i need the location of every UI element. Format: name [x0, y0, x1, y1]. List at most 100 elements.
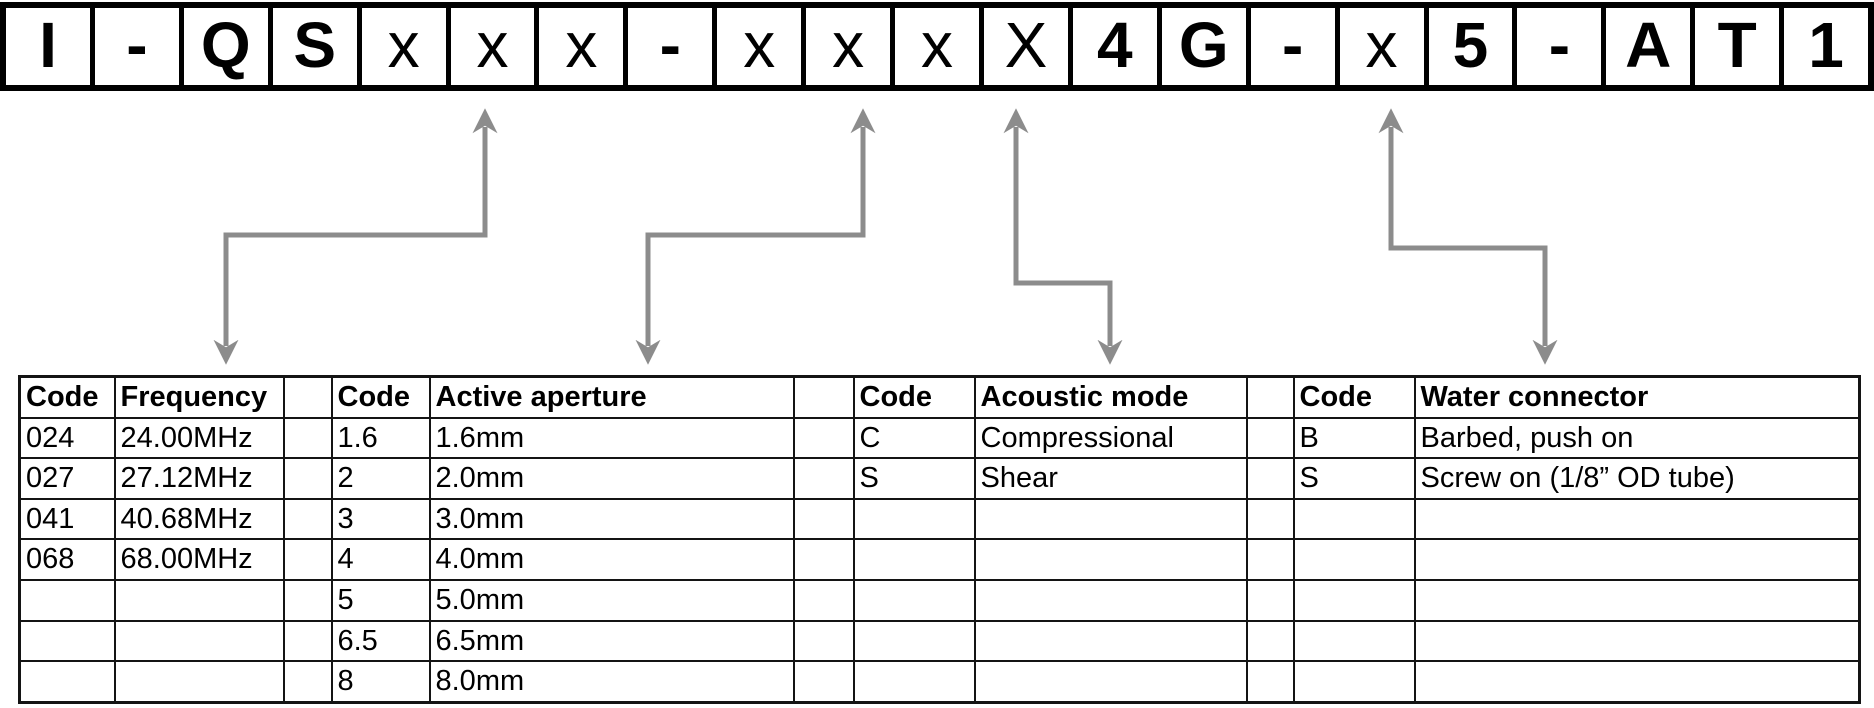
spacer-cell	[282, 457, 333, 500]
cell	[973, 619, 1248, 663]
header-water-connector: Water connector	[1413, 375, 1861, 419]
cell	[113, 660, 285, 704]
spacer-cell	[1245, 578, 1295, 622]
code-cell: A	[1601, 8, 1690, 85]
cell: 1.6	[330, 416, 431, 460]
cell: Compressional	[973, 416, 1248, 460]
legend-table: Code Frequency Code Active aperture Code…	[18, 375, 1861, 704]
cell: 2	[330, 457, 431, 500]
cell: 024	[18, 416, 116, 460]
cell: 1.6mm	[428, 416, 795, 460]
code-cell: x	[445, 8, 535, 85]
spacer-cell	[282, 660, 333, 704]
cell: B	[1292, 416, 1416, 460]
spacer-cell	[792, 416, 855, 460]
spacer-cell	[1245, 457, 1295, 500]
cell	[973, 660, 1248, 704]
cell	[973, 578, 1248, 622]
code-cell: -	[1245, 8, 1335, 85]
cell: 027	[18, 457, 116, 500]
cell: 2.0mm	[428, 457, 795, 500]
code-cell: I	[39, 8, 57, 81]
cell: 068	[18, 538, 116, 581]
cell	[852, 497, 976, 541]
spacer-cell	[792, 619, 855, 663]
arrow-water-connector	[1378, 108, 1558, 365]
spacer-cell	[282, 416, 333, 460]
cell: Shear	[973, 457, 1248, 500]
cell	[1292, 619, 1416, 663]
code-cell: 1	[1779, 8, 1868, 85]
cell	[973, 497, 1248, 541]
table-row: 024 24.00MHz 1.6 1.6mm C Compressional B…	[18, 416, 1861, 460]
code-cell: G	[1156, 8, 1246, 85]
cell	[18, 619, 116, 663]
spacer-cell	[792, 497, 855, 541]
spacer-cell	[1245, 416, 1295, 460]
cell: S	[852, 457, 976, 500]
cell	[852, 538, 976, 581]
cell: 27.12MHz	[113, 457, 285, 500]
spacer-cell	[282, 375, 333, 419]
cell: S	[1292, 457, 1416, 500]
cell	[1413, 619, 1861, 663]
cell: 4	[330, 538, 431, 581]
code-cell: -	[89, 8, 179, 85]
code-cell: 4	[1067, 8, 1157, 85]
spacer-cell	[792, 578, 855, 622]
spacer-cell	[282, 578, 333, 622]
cell: C	[852, 416, 976, 460]
cell: 5	[330, 578, 431, 622]
code-cell: X	[978, 8, 1068, 85]
cell: 4.0mm	[428, 538, 795, 581]
cell	[852, 578, 976, 622]
cell	[113, 578, 285, 622]
spacer-cell	[1245, 660, 1295, 704]
part-number-strip: I - Q S x x x - x x x X 4 G - x 5 - A T …	[0, 2, 1874, 91]
spacer-cell	[282, 538, 333, 581]
spacer-cell	[282, 619, 333, 663]
cell	[1413, 660, 1861, 704]
spacer-cell	[1245, 497, 1295, 541]
header-acoustic-code: Code	[852, 375, 976, 419]
code-cell: T	[1690, 8, 1779, 85]
cell	[113, 619, 285, 663]
spacer-cell	[282, 497, 333, 541]
cell	[1292, 497, 1416, 541]
code-cell: x	[890, 8, 979, 85]
cell: Barbed, push on	[1413, 416, 1861, 460]
cell: 40.68MHz	[113, 497, 285, 541]
cell	[1413, 497, 1861, 541]
header-active-aperture: Active aperture	[428, 375, 795, 419]
table-row: 8 8.0mm	[18, 660, 1861, 704]
cell: 041	[18, 497, 116, 541]
arrow-acoustic-mode	[1003, 108, 1123, 365]
cell: 6.5	[330, 619, 431, 663]
cell: 6.5mm	[428, 619, 795, 663]
cell	[1292, 578, 1416, 622]
code-cell: x	[534, 8, 623, 85]
code-cell: -	[1512, 8, 1601, 85]
table-row: 068 68.00MHz 4 4.0mm	[18, 538, 1861, 581]
cell: 8	[330, 660, 431, 704]
cell: 68.00MHz	[113, 538, 285, 581]
code-cell: x	[801, 8, 890, 85]
code-cell: 5	[1423, 8, 1513, 85]
cell	[18, 578, 116, 622]
code-cell: x	[1334, 8, 1424, 85]
legend-header-row: Code Frequency Code Active aperture Code…	[18, 375, 1861, 419]
spacer-cell	[1245, 619, 1295, 663]
table-row: 6.5 6.5mm	[18, 619, 1861, 663]
spacer-cell	[792, 457, 855, 500]
spacer-cell	[1245, 375, 1295, 419]
arrow-frequency	[213, 108, 498, 365]
cell	[1413, 578, 1861, 622]
cell: Screw on (1/8” OD tube)	[1413, 457, 1861, 500]
cell: 5.0mm	[428, 578, 795, 622]
table-row: 5 5.0mm	[18, 578, 1861, 622]
table-row: 041 40.68MHz 3 3.0mm	[18, 497, 1861, 541]
cell: 3.0mm	[428, 497, 795, 541]
spacer-cell	[792, 660, 855, 704]
code-cell: x	[356, 8, 446, 85]
